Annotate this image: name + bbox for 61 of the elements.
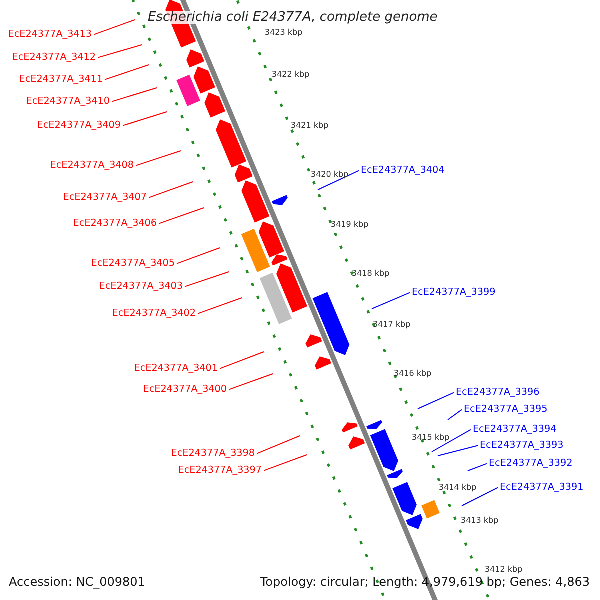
leader-line (228, 374, 274, 390)
leader-line (112, 88, 158, 102)
tick-label: 3416 kbp (394, 370, 432, 378)
leader-line (158, 208, 204, 224)
gene-label: EcE24377A_3412 (12, 53, 96, 63)
gene-label: EcE24377A_3405 (91, 259, 175, 269)
tick-label: 3415 kbp (412, 434, 450, 442)
leader-line (318, 170, 360, 190)
gene-label: EcE24377A_3413 (8, 30, 92, 40)
gene-label: EcE24377A_3398 (171, 449, 255, 459)
leader-line (148, 182, 194, 198)
gene-label: EcE24377A_3402 (112, 309, 196, 319)
gene-label: EcE24377A_3408 (50, 161, 134, 171)
gene-label: EcE24377A_3392 (489, 459, 573, 469)
tick-label: 3419 kbp (331, 221, 369, 229)
tick-label: 3423 kbp (265, 29, 303, 37)
tick-label: 3412 kbp (485, 566, 523, 574)
gene-label: EcE24377A_3401 (134, 364, 218, 374)
leader-line (256, 436, 300, 454)
tick-label: 3420 kbp (311, 171, 349, 179)
gene-label: EcE24377A_3404 (361, 166, 445, 176)
gene-label: EcE24377A_3397 (178, 466, 262, 476)
leader-line (468, 463, 488, 472)
leader-line (176, 248, 220, 264)
gene-label: EcE24377A_3400 (143, 385, 227, 395)
leader-line (122, 112, 168, 126)
tick-label: 3418 kbp (352, 270, 390, 278)
leader-line (104, 64, 150, 80)
tick-label: 3414 kbp (439, 484, 477, 492)
gene-label: EcE24377A_3396 (456, 388, 540, 398)
leader-line (418, 392, 454, 410)
gene-label: EcE24377A_3407 (63, 193, 147, 203)
gene-label: EcE24377A_3391 (500, 483, 584, 493)
accession-text: Accession: NC_009801 (9, 576, 146, 588)
gene-label: EcE24377A_3411 (19, 75, 103, 85)
leader-line (198, 298, 242, 314)
leader-line (184, 272, 230, 288)
gene-label: EcE24377A_3393 (480, 441, 564, 451)
gene-label: EcE24377A_3409 (37, 121, 121, 131)
leader-line (136, 150, 182, 166)
tick-label: 3422 kbp (272, 71, 310, 79)
gene-label: EcE24377A_3399 (412, 288, 496, 298)
tick-label: 3413 kbp (461, 517, 499, 525)
gene-label: EcE24377A_3395 (464, 405, 548, 415)
genome-info-text: Topology: circular; Length: 4,979,619 bp; Genes: 4,863 (260, 576, 590, 588)
leader-line (372, 292, 410, 310)
gene-label: EcE24377A_3403 (99, 282, 183, 292)
leader-line (438, 445, 478, 456)
leader-line (448, 409, 462, 420)
gene-label: EcE24377A_3406 (73, 219, 157, 229)
tick-label: 3421 kbp (291, 122, 329, 130)
map-title: Escherichia coli E24377A, complete genome (148, 11, 438, 24)
gene-label: EcE24377A_3410 (26, 97, 110, 107)
leader-line (432, 429, 472, 452)
leader-line (94, 20, 136, 36)
leader-line (462, 487, 498, 506)
leader-line (220, 352, 264, 370)
gene-label: EcE24377A_3394 (473, 425, 557, 435)
tick-label: 3417 kbp (373, 321, 411, 329)
leader-line (264, 454, 308, 472)
leader-line (98, 44, 142, 58)
